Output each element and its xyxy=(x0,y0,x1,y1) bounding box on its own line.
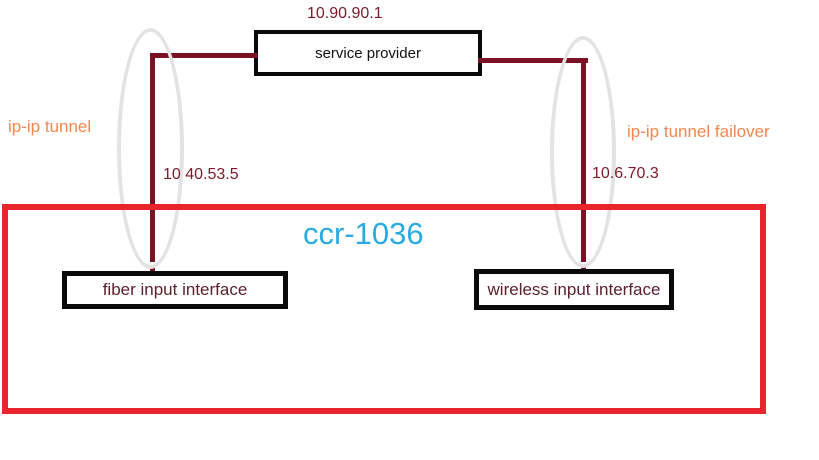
primary-tunnel-ellipse xyxy=(117,28,184,269)
router-title: ccr-1036 xyxy=(303,216,424,251)
fiber-interface-ip-label: 10 40.53.5 xyxy=(163,166,239,183)
fiber-interface-label: fiber input interface xyxy=(102,280,248,299)
service-provider-node: service provider xyxy=(254,30,482,76)
link-right-horizontal xyxy=(478,58,588,63)
failover-tunnel-label: ip-ip tunnel failover xyxy=(627,122,770,141)
wireless-interface-label: wireless input interface xyxy=(487,279,661,299)
service-provider-ip-label: 10.90.90.1 xyxy=(307,5,383,22)
primary-tunnel-label: ip-ip tunnel xyxy=(8,117,92,136)
fiber-interface-node: fiber input interface xyxy=(62,271,288,309)
wireless-interface-node: wireless input interface xyxy=(474,269,674,310)
link-left-end-dash xyxy=(150,266,155,275)
failover-tunnel-ellipse xyxy=(550,36,616,268)
service-provider-label: service provider xyxy=(315,44,421,62)
link-left-horizontal xyxy=(150,53,258,58)
wireless-interface-ip-label: 10.6.70.3 xyxy=(592,165,659,182)
router-boundary xyxy=(2,204,766,414)
